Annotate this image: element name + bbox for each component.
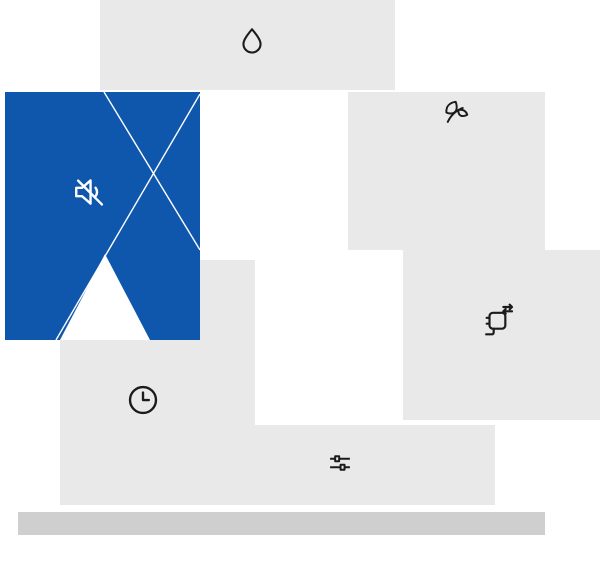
volume-mute-icon [68, 170, 112, 214]
tile-power-source[interactable] [403, 250, 600, 420]
tile-equalizer[interactable] [200, 425, 495, 505]
sliders-icon [323, 446, 357, 480]
selection-ribbon-decoration [55, 92, 200, 340]
water-drop-icon [234, 24, 270, 60]
tile-water[interactable] [100, 0, 395, 90]
clock-icon [124, 381, 162, 419]
leaf-icon [438, 94, 474, 130]
tile-eco[interactable] [348, 92, 545, 250]
bottom-bar [18, 512, 545, 535]
plug-swap-icon [477, 302, 517, 342]
tile-volume-muted[interactable] [5, 92, 200, 340]
